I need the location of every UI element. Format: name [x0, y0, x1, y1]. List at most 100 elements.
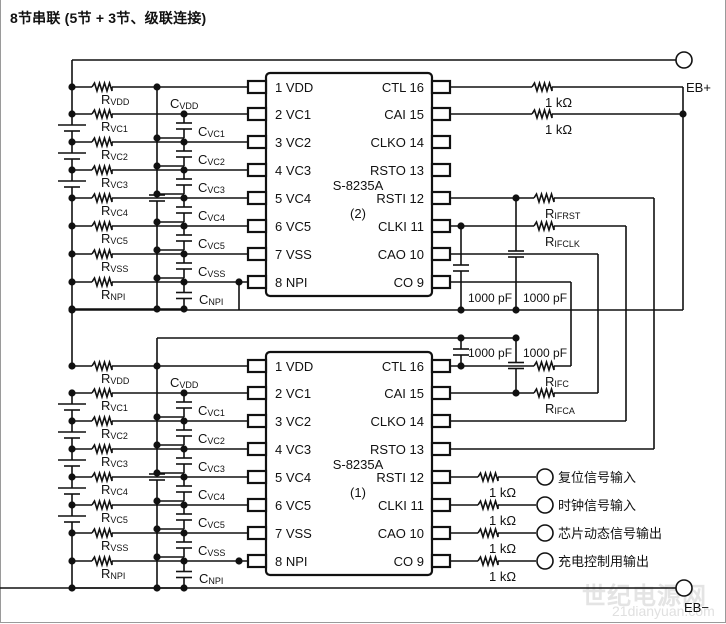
pin-label-right: CAI 15: [384, 386, 424, 401]
pin-label-left: 2 VC1: [275, 107, 311, 122]
capacitor-label-vdd: CVDD: [170, 96, 199, 111]
ic-pin-left: [246, 441, 268, 457]
junction-dot: [512, 306, 520, 314]
capacitor-value: 1000 pF: [523, 291, 567, 305]
capacitor-label-vc2: CVC2: [198, 152, 225, 167]
junction-dot: [153, 134, 161, 142]
resistor-value-io: 1 kΩ: [489, 541, 516, 556]
resistor-io: [477, 470, 499, 484]
ic-pin-left: [246, 553, 268, 569]
ic-pin-right: [430, 525, 452, 541]
resistor-label-vc3: RVC3: [101, 175, 128, 190]
io-signal-label: 芯片动态信号输出: [558, 526, 662, 541]
resistor-value-io: 1 kΩ: [489, 569, 516, 584]
pin-label-right: CTL 16: [382, 359, 424, 374]
resistor-value-cai: 1 kΩ: [545, 122, 572, 137]
ic-pin-left: [246, 190, 268, 206]
resistor-label-vdd: RVDD: [101, 92, 130, 107]
terminal-eb-plus: [675, 51, 693, 69]
resistor-label-vdd: RVDD: [101, 371, 130, 386]
junction-dot: [180, 305, 188, 313]
resistor-label-vc5: RVC5: [101, 231, 128, 246]
ic-pin-left: [246, 106, 268, 122]
io-signal-label: 复位信号输入: [558, 470, 636, 485]
ic-pin-right: [430, 385, 452, 401]
ic-pin-right: [430, 106, 452, 122]
junction-dot: [153, 525, 161, 533]
capacitor-label-vdd: CVDD: [170, 375, 199, 390]
pin-label-right: CTL 16: [382, 80, 424, 95]
ic-pin-left: [246, 358, 268, 374]
ic-part-number: S-8235A: [333, 457, 384, 472]
resistor-npi: [91, 554, 113, 568]
resistor-label-vc4: RVC4: [101, 203, 128, 218]
ic-chip-body: [264, 71, 434, 298]
ic-pin-left: [246, 525, 268, 541]
resistor-npi: [91, 275, 113, 289]
resistor-vc2: [91, 135, 113, 149]
pin-label-right: CAO 10: [378, 247, 424, 262]
ic-pin-left: [246, 274, 268, 290]
junction-dot: [153, 469, 161, 477]
capacitor-value: 1000 pF: [468, 291, 512, 305]
capacitor-label-npi: CNPI: [199, 571, 223, 586]
resistor-io: [477, 526, 499, 540]
resistor-label-vc1: RVC1: [101, 398, 128, 413]
capacitor-label-vss: CVSS: [198, 264, 225, 279]
pin-label-right: CLKO 14: [371, 414, 424, 429]
capacitor-label-npi: CNPI: [199, 292, 223, 307]
resistor-ifrst: [533, 191, 555, 205]
ic-pin-right: [430, 246, 452, 262]
junction-dot: [68, 362, 76, 370]
capacitor-label-vc4: CVC4: [198, 208, 225, 223]
ic-pin-right: [430, 358, 452, 374]
io-terminal-icon: [536, 468, 554, 486]
resistor-ctl: [531, 80, 553, 94]
resistor-label-vss: RVSS: [101, 538, 128, 553]
ic-pin-left: [246, 218, 268, 234]
pin-label-left: 5 VC4: [275, 470, 311, 485]
ic-chip-body: [264, 350, 434, 577]
ic-pin-left: [246, 385, 268, 401]
junction-dot: [153, 274, 161, 282]
resistor-vc5: [91, 219, 113, 233]
resistor-label-ifrst: RIFRST: [545, 206, 581, 221]
resistor-vdd: [91, 80, 113, 94]
resistor-label-npi: RNPI: [101, 287, 125, 302]
junction-dot: [457, 306, 465, 314]
pin-label-left: 1 VDD: [275, 359, 313, 374]
io-terminal-icon: [536, 496, 554, 514]
pin-label-left: 3 VC2: [275, 135, 311, 150]
resistor-label-vc1: RVC1: [101, 119, 128, 134]
io-terminal-icon: [536, 524, 554, 542]
capacitor-label-vc4: CVC4: [198, 487, 225, 502]
pin-label-right: CLKI 11: [378, 219, 424, 234]
pin-label-right: RSTI 12: [376, 470, 424, 485]
ic-index: (1): [350, 485, 366, 500]
resistor-vc3: [91, 442, 113, 456]
pin-label-right: CLKO 14: [371, 135, 424, 150]
capacitor-label-vc1: CVC1: [198, 403, 225, 418]
resistor-ifclk: [533, 219, 555, 233]
ic-pin-left: [246, 413, 268, 429]
pin-label-right: CLKI 11: [378, 498, 424, 513]
resistor-label-vc2: RVC2: [101, 426, 128, 441]
resistor-label-vss: RVSS: [101, 259, 128, 274]
junction-dot: [153, 162, 161, 170]
ic-pin-right: [430, 469, 452, 485]
pin-label-right: CO 9: [394, 554, 424, 569]
terminal-label-eb-plus: EB+: [686, 80, 711, 95]
capacitor-label-vc3: CVC3: [198, 459, 225, 474]
resistor-value-io: 1 kΩ: [489, 485, 516, 500]
capacitor-value: 1000 pF: [468, 346, 512, 360]
ic-pin-right: [430, 274, 452, 290]
resistor-vss: [91, 526, 113, 540]
capacitor-value: 1000 pF: [523, 346, 567, 360]
resistor-vdd: [91, 359, 113, 373]
resistor-label-ifclk: RIFCLK: [545, 234, 580, 249]
capacitor-label-vc1: CVC1: [198, 124, 225, 139]
resistor-value-io: 1 kΩ: [489, 513, 516, 528]
terminal-label-eb-minus: EB−: [684, 600, 709, 615]
ic-index: (2): [350, 206, 366, 221]
